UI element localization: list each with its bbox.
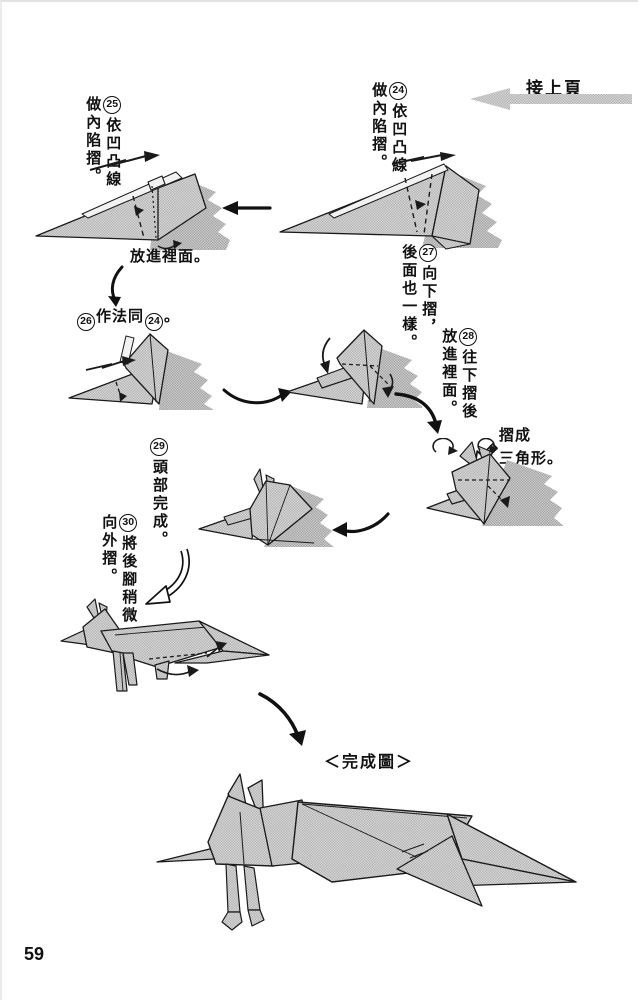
arrow-step28-to-step29 [330, 504, 394, 540]
step-29-caption: 29 頭部完成。 [148, 438, 170, 549]
completed-figure-label: ＜完成圖＞ [324, 754, 415, 771]
step-27-text-1: 向下摺， [420, 265, 438, 337]
step-27-col2: 後面也一樣。 [400, 244, 417, 352]
step-25-figure [30, 148, 240, 252]
step-24-col2: 做內陷摺。 [370, 82, 387, 175]
arrow-step24-to-step25 [222, 196, 274, 220]
step-27-figure [282, 322, 422, 410]
step-29-number-badge: 29 [150, 438, 168, 456]
page-number: 59 [24, 944, 45, 964]
continuation-arrow-icon [468, 86, 634, 112]
fold-triangle-note: 摺成 三角形。 [499, 425, 563, 470]
step-28-col2: 放進裡面。 [440, 328, 457, 421]
fold-triangle-line2: 三角形。 [499, 449, 564, 467]
step-27-number-badge: 27 [419, 244, 438, 262]
step-25-text-2: 做內陷摺。 [84, 96, 102, 186]
step-28-caption: 28 往下摺後 放進裡面。 [438, 328, 479, 421]
step-30-figure [57, 595, 277, 697]
step-30-text-1: 將後腳稍微 [120, 535, 138, 625]
fold-triangle-line1: 摺成 [499, 427, 532, 444]
step-26-ref-badge: 24 [145, 313, 164, 331]
step-28-text-1: 往下摺後 [460, 349, 478, 421]
step-26-text: 作法同 [96, 308, 145, 325]
arrow-step29-to-step30 [138, 544, 196, 608]
arrow-step27-to-step28 [388, 388, 446, 436]
step-24-text-1: 依凹凸線 [390, 103, 408, 175]
step-25-caption: 25 依凹凸線 做內陷摺。 [82, 96, 123, 189]
step-28-figure [422, 438, 567, 530]
step-30-number-badge: 30 [119, 514, 138, 532]
step-24-number-badge: 24 [389, 82, 408, 100]
step-30-col2: 向外摺。 [100, 514, 117, 625]
step-25-col1: 25 依凹凸線 [103, 96, 122, 189]
step-30-text-2: 向外摺。 [100, 514, 118, 586]
step-24-figure [274, 152, 529, 250]
step-27-col1: 27 向下摺， [419, 244, 438, 352]
step-25-number-badge: 25 [103, 96, 122, 114]
step-30-caption: 30 將後腳稍微 向外摺。 [98, 514, 139, 625]
step-24-caption: 24 依凹凸線 做內陷摺。 [368, 82, 409, 175]
step-29-text-1: 頭部完成。 [151, 459, 168, 549]
arrow-step30-to-final [252, 688, 314, 748]
step-30-col1: 30 將後腳稍微 [119, 514, 138, 625]
step-29-col1: 29 頭部完成。 [150, 438, 168, 549]
step-28-number-badge: 28 [459, 328, 478, 346]
step-27-text-2: 後面也一樣。 [400, 244, 418, 352]
step-28-text-2: 放進裡面。 [440, 328, 458, 418]
arrow-step25-to-step26 [102, 264, 132, 308]
step-25-text-1: 依凹凸線 [104, 117, 122, 189]
step-24-col1: 24 依凹凸線 [389, 82, 408, 175]
step-27-caption: 27 向下摺， 後面也一樣。 [398, 244, 439, 352]
continued-from-label: 接上頁 [526, 79, 583, 98]
step-24-text-2: 做內陷摺。 [370, 82, 388, 172]
step-25-col2: 做內陷摺。 [84, 96, 101, 189]
put-inside-note: 放進裡面。 [130, 248, 211, 265]
step-28-col1: 28 往下摺後 [459, 328, 478, 421]
step-26-figure [64, 324, 224, 412]
step-26-number-badge: 26 [77, 313, 95, 331]
completed-wolf-figure [152, 764, 582, 939]
step-29-figure [194, 467, 339, 552]
step-26-suffix: 。 [164, 308, 181, 325]
